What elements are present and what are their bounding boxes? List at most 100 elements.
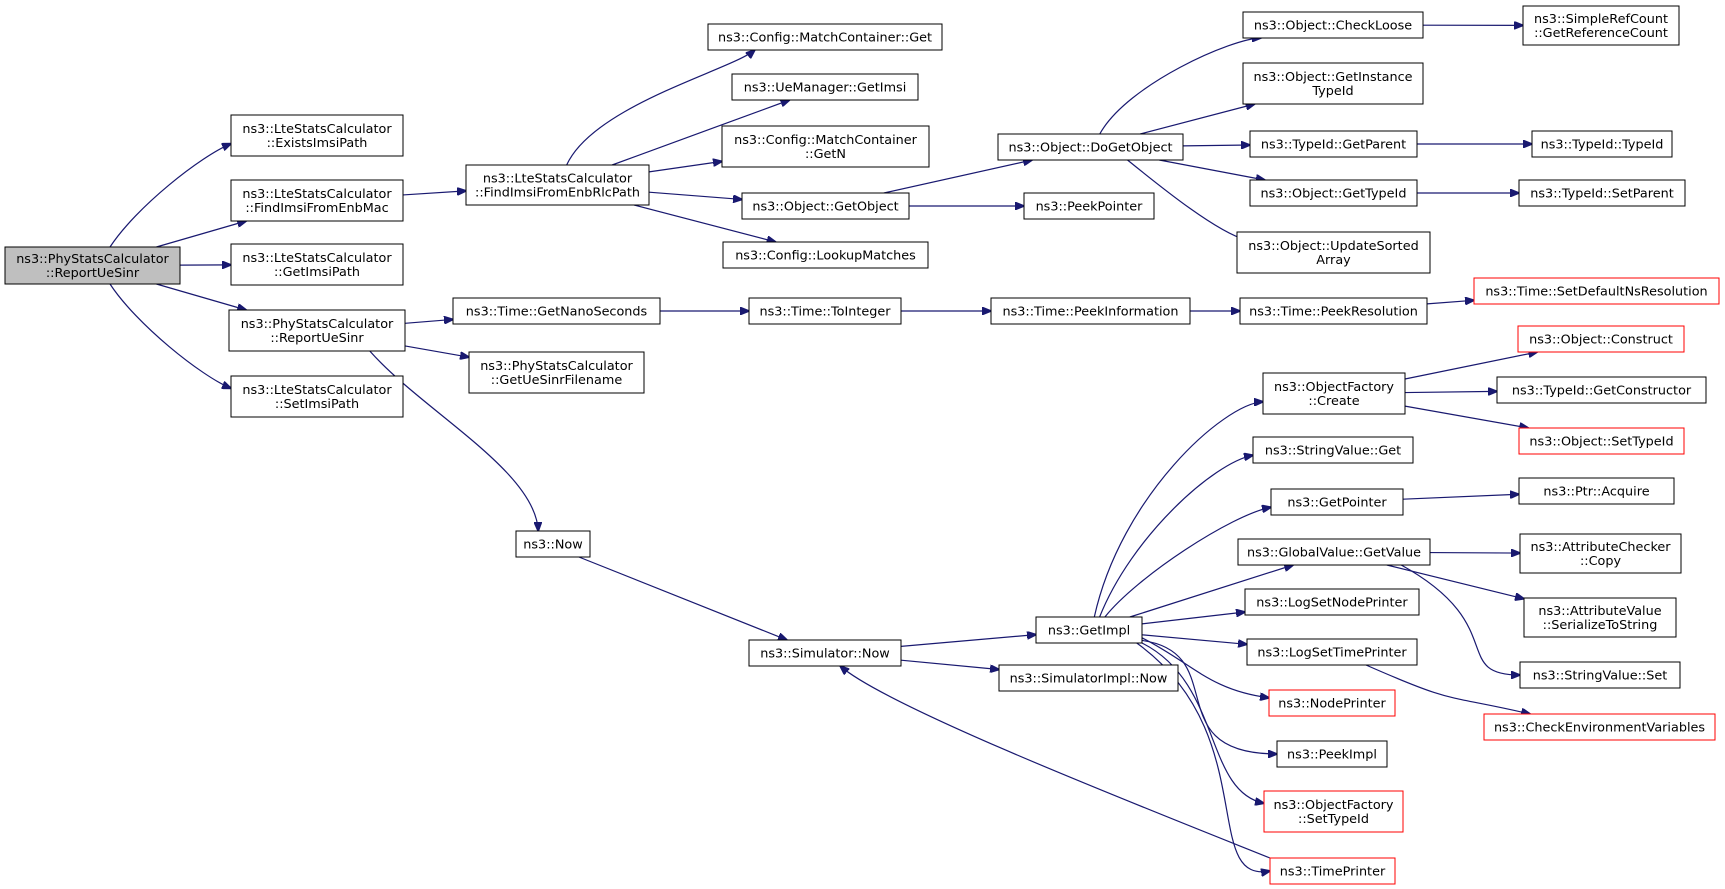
node-box — [1522, 5, 1680, 46]
node-peekPointer[interactable]: ns3::PeekPointer — [1023, 192, 1155, 220]
node-label: ns3::Object::UpdateSorted — [1248, 239, 1418, 254]
node-tidSetParent[interactable]: ns3::TypeId::SetParent — [1518, 179, 1686, 207]
node-label: ns3::AttributeChecker — [1530, 540, 1671, 555]
node-getNano[interactable]: ns3::Time::GetNanoSeconds — [452, 297, 661, 325]
node-box — [1517, 325, 1685, 353]
node-findEnbRlc[interactable]: ns3::LteStatsCalculator::FindImsiFromEnb… — [465, 164, 650, 206]
node-peekInfo[interactable]: ns3::Time::PeekInformation — [990, 297, 1191, 325]
node-box — [1531, 130, 1673, 158]
node-box — [1270, 488, 1404, 516]
node-box — [230, 179, 404, 222]
node-label: ns3::TypeId::GetConstructor — [1512, 384, 1692, 399]
node-ptrAcquire[interactable]: ns3::Ptr::Acquire — [1518, 477, 1675, 505]
node-svSet[interactable]: ns3::StringValue::Set — [1519, 661, 1681, 689]
node-gvGetValue[interactable]: ns3::GlobalValue::GetValue — [1237, 538, 1431, 566]
node-getRefCount[interactable]: ns3::SimpleRefCount::GetReferenceCount — [1522, 5, 1680, 46]
node-ofSetTid[interactable]: ns3::ObjectFactory::SetTypeId — [1263, 790, 1404, 833]
node-label: ns3::ObjectFactory — [1274, 798, 1394, 813]
node-label: ns3::Time::GetNanoSeconds — [466, 305, 648, 320]
node-label: TypeId — [1311, 84, 1353, 99]
node-label: ns3::SimulatorImpl::Now — [1010, 672, 1168, 687]
node-label: ns3::TypeId::GetParent — [1261, 138, 1406, 153]
node-box — [748, 639, 902, 667]
node-box — [1249, 179, 1418, 207]
node-peekRes[interactable]: ns3::Time::PeekResolution — [1239, 297, 1428, 325]
node-mcGetN[interactable]: ns3::Config::MatchContainer::GetN — [721, 125, 930, 168]
node-label: ns3::LogSetNodePrinter — [1256, 596, 1408, 611]
node-reportUeSinr2[interactable]: ns3::PhyStatsCalculator::ReportUeSinr — [228, 309, 406, 352]
node-getObject[interactable]: ns3::Object::GetObject — [741, 192, 910, 220]
node-timePrinter[interactable]: ns3::TimePrinter — [1269, 857, 1396, 885]
node-label: ns3::Object::GetObject — [752, 200, 898, 215]
node-tidGetCtor[interactable]: ns3::TypeId::GetConstructor — [1496, 376, 1707, 404]
node-label: ns3::SimpleRefCount — [1534, 12, 1668, 27]
node-root[interactable]: ns3::PhyStatsCalculator::ReportUeSinr — [4, 246, 181, 285]
edge-reportUeSinr2-to-getUeSinrFn — [404, 345, 469, 357]
edge-getImpl-to-getPointer — [1104, 507, 1271, 618]
node-label: ::SerializeToString — [1543, 618, 1658, 633]
node-box — [1496, 376, 1707, 404]
node-label: ns3::Time::PeekInformation — [1003, 305, 1179, 320]
node-label: ns3::ObjectFactory — [1274, 380, 1394, 395]
node-getPointer[interactable]: ns3::GetPointer — [1270, 488, 1404, 516]
node-peekImpl[interactable]: ns3::PeekImpl — [1276, 740, 1388, 768]
node-label: ns3::PhyStatsCalculator — [480, 359, 633, 374]
node-getImpl[interactable]: ns3::GetImpl — [1035, 616, 1143, 644]
node-lookup[interactable]: ns3::Config::LookupMatches — [722, 241, 929, 269]
node-label: ns3::LteStatsCalculator — [483, 172, 633, 187]
edge-getImpl-to-gvGetValue — [1129, 565, 1293, 618]
node-label: ::FindImsiFromEnbRlcPath — [475, 186, 640, 201]
node-box — [1519, 533, 1682, 574]
node-checkLoose[interactable]: ns3::Object::CheckLoose — [1242, 11, 1424, 39]
node-toInteger[interactable]: ns3::Time::ToInteger — [748, 297, 902, 325]
node-label: ns3::PhyStatsCalculator — [241, 317, 394, 332]
edge-now-to-simNow — [578, 556, 787, 640]
node-nodePrinter[interactable]: ns3::NodePrinter — [1268, 689, 1396, 717]
node-checkEnv[interactable]: ns3::CheckEnvironmentVariables — [1483, 713, 1716, 741]
node-box — [1262, 372, 1406, 415]
node-box — [1518, 477, 1675, 505]
node-box — [997, 133, 1184, 161]
node-logNode[interactable]: ns3::LogSetNodePrinter — [1244, 588, 1420, 616]
node-now[interactable]: ns3::Now — [515, 530, 591, 558]
node-ueGetImsi[interactable]: ns3::UeManager::GetImsi — [731, 73, 919, 101]
node-avSerialize[interactable]: ns3::AttributeValue::SerializeToString — [1523, 597, 1677, 638]
edge-findEnbRlc-to-ueGetImsi — [611, 100, 789, 166]
node-box — [4, 246, 181, 285]
node-label: ns3::Object::DoGetObject — [1008, 141, 1172, 156]
node-tidTypeId[interactable]: ns3::TypeId::TypeId — [1531, 130, 1673, 158]
node-box — [1035, 616, 1143, 644]
edge-doGetObject-to-getInstTid — [1139, 104, 1255, 135]
node-label: ns3::StringValue::Set — [1533, 669, 1668, 684]
node-setImsiPath[interactable]: ns3::LteStatsCalculator::SetImsiPath — [230, 375, 404, 418]
node-objGetTid[interactable]: ns3::Object::GetTypeId — [1249, 179, 1418, 207]
node-mcGet[interactable]: ns3::Config::MatchContainer::Get — [707, 23, 943, 51]
node-objSetTid[interactable]: ns3::Object::SetTypeId — [1518, 427, 1685, 455]
edge-doGetObject-to-updSorted — [1127, 159, 1247, 240]
node-label: ns3::LteStatsCalculator — [242, 383, 392, 398]
edge-gvGetValue-to-acCopy — [1429, 553, 1520, 554]
node-acCopy[interactable]: ns3::AttributeChecker::Copy — [1519, 533, 1682, 574]
node-ofCreate[interactable]: ns3::ObjectFactory::Create — [1262, 372, 1406, 415]
node-setDefNs[interactable]: ns3::Time::SetDefaultNsResolution — [1473, 277, 1720, 305]
node-label: ::GetN — [805, 147, 846, 162]
node-objConstruct[interactable]: ns3::Object::Construct — [1517, 325, 1685, 353]
node-getImsiPath[interactable]: ns3::LteStatsCalculator::GetImsiPath — [230, 243, 404, 286]
node-findEnbMac[interactable]: ns3::LteStatsCalculator::FindImsiFromEnb… — [230, 179, 404, 222]
node-doGetObject[interactable]: ns3::Object::DoGetObject — [997, 133, 1184, 161]
node-simImplNow[interactable]: ns3::SimulatorImpl::Now — [998, 664, 1179, 692]
node-svGet[interactable]: ns3::StringValue::Get — [1252, 436, 1414, 464]
node-box — [990, 297, 1191, 325]
node-simNow[interactable]: ns3::Simulator::Now — [748, 639, 902, 667]
node-label: ::SetTypeId — [1298, 812, 1369, 827]
node-exists[interactable]: ns3::LteStatsCalculator::ExistsImsiPath — [230, 114, 404, 157]
node-tidGetParent[interactable]: ns3::TypeId::GetParent — [1249, 130, 1418, 158]
node-label: ns3::PeekImpl — [1287, 748, 1377, 763]
node-box — [1268, 689, 1396, 717]
node-box — [707, 23, 943, 51]
edge-getImpl-to-svGet — [1099, 455, 1253, 618]
node-logTime[interactable]: ns3::LogSetTimePrinter — [1246, 638, 1418, 666]
node-getUeSinrFn[interactable]: ns3::PhyStatsCalculator::GetUeSinrFilena… — [468, 351, 645, 394]
